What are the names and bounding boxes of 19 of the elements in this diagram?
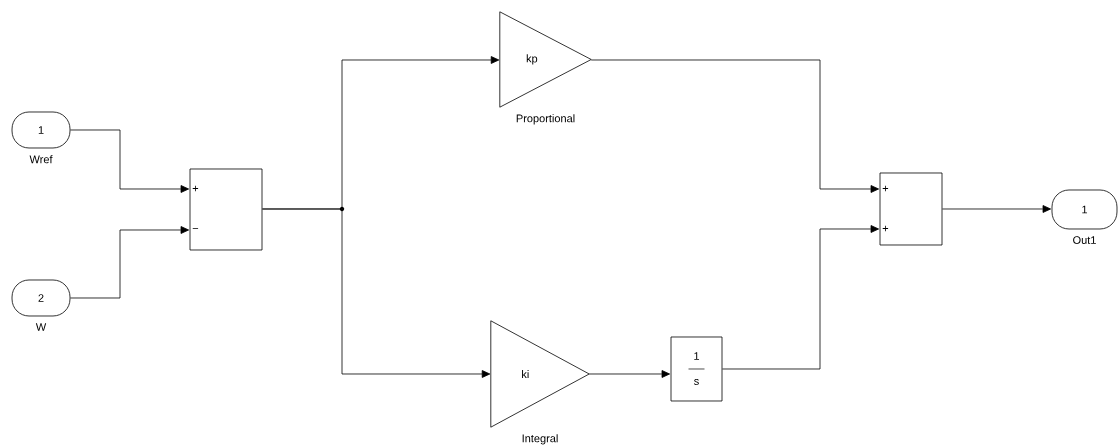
- arrow: [70, 226, 190, 299]
- gain-triangle: ki: [490, 320, 590, 428]
- block-label: Wref: [29, 155, 53, 164]
- arrow: [262, 208, 491, 378]
- block-label: W: [35, 323, 47, 331]
- arrow: [70, 129, 190, 193]
- arrow: [942, 205, 1051, 213]
- arrow: [590, 59, 879, 193]
- fraction: 1 s: [688, 352, 705, 385]
- sign-text: +: [882, 185, 889, 192]
- arrow: [588, 370, 670, 378]
- block-label: Proportional: [516, 114, 575, 125]
- block-label: Out1: [1073, 236, 1096, 244]
- block-label: Integral: [522, 434, 558, 445]
- sign-text: +: [882, 225, 889, 232]
- arrow: [722, 225, 879, 370]
- sign-text: −: [192, 227, 199, 229]
- sign-text: +: [192, 185, 199, 192]
- gain-triangle: kp: [499, 11, 592, 108]
